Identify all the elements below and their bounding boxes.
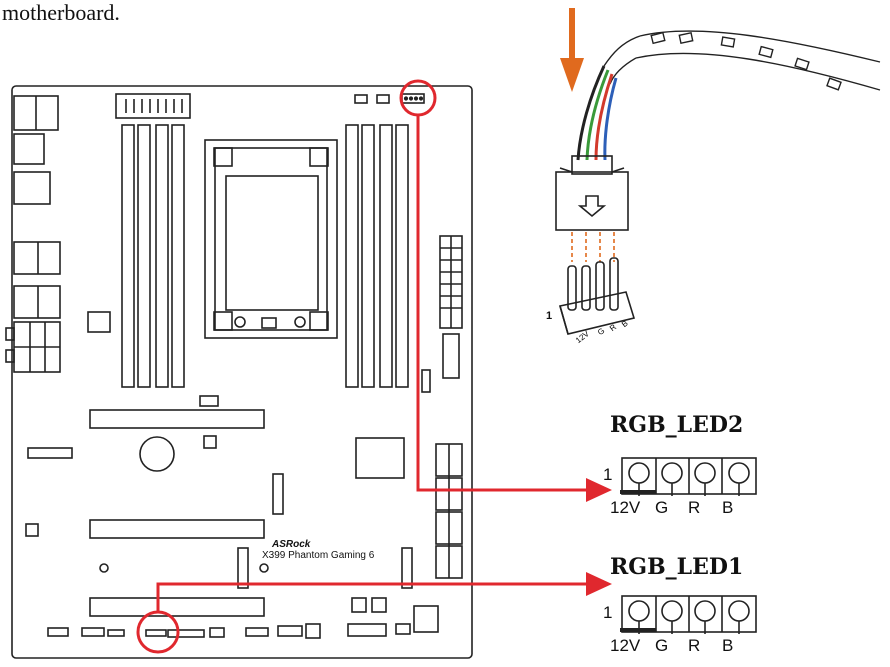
sata-ports: [435, 443, 463, 579]
cpu-socket: [204, 139, 338, 339]
rgb-led1-pin-label: 12V: [610, 636, 641, 655]
rgb-led1-pin-label: G: [655, 636, 669, 655]
rgb-led1-pin-label: R: [688, 636, 701, 655]
intro-text: motherboard.: [2, 0, 120, 25]
dimm-slots-right: [345, 124, 409, 388]
rgb-led2-arrowhead: [586, 478, 612, 502]
rgb-led2-title: RGB_LED2: [610, 412, 744, 438]
bottom-headers: [47, 597, 439, 639]
rgb-led2-pin-label: R: [688, 498, 701, 517]
pcie-slots: [89, 409, 265, 617]
rgb-led2-pin-label: B: [722, 498, 734, 517]
rgb-led1-title: RGB_LED1: [610, 554, 744, 580]
rgb-led2-pin-label: 12V: [610, 498, 641, 517]
rgb-led1-arrowhead: [586, 572, 612, 596]
rgb-led2-header-diagram: [620, 457, 757, 496]
dimm-slots-left: [121, 124, 185, 388]
rgb-led1-header-diagram: [620, 595, 757, 634]
red-callouts: [136, 79, 588, 654]
atx-power-connector: [439, 235, 463, 329]
cable-pin1-label: 1: [546, 310, 553, 322]
rgb-led2-pin1-label: 1: [603, 465, 613, 484]
rgb-led1-highlight-circle: [136, 610, 180, 654]
rgb-led2-connector-line: [416, 115, 588, 492]
rear-io-ports: [5, 95, 61, 373]
rgb-cable-wires: [576, 65, 618, 161]
rgb-led2-pin-label: G: [655, 498, 669, 517]
insert-arrow: [560, 8, 584, 92]
board-model: X399 Phantom Gaming 6: [262, 550, 375, 561]
rgb-led2-onboard-header: [401, 93, 425, 104]
board-brand: ASRock: [272, 539, 311, 550]
rgb-led1-connector-line: [156, 582, 588, 612]
rgb-led-strip: [603, 30, 881, 91]
cpu-power-connector: [115, 93, 191, 119]
cable-connector-plug: [555, 155, 629, 231]
rgb-led1-pin1-label: 1: [603, 603, 613, 622]
rgb-led1-onboard-header: [145, 629, 167, 637]
motherboard: [5, 85, 473, 659]
cable-header-pins: [558, 232, 636, 335]
rgb-led1-pin-label: B: [722, 636, 734, 655]
